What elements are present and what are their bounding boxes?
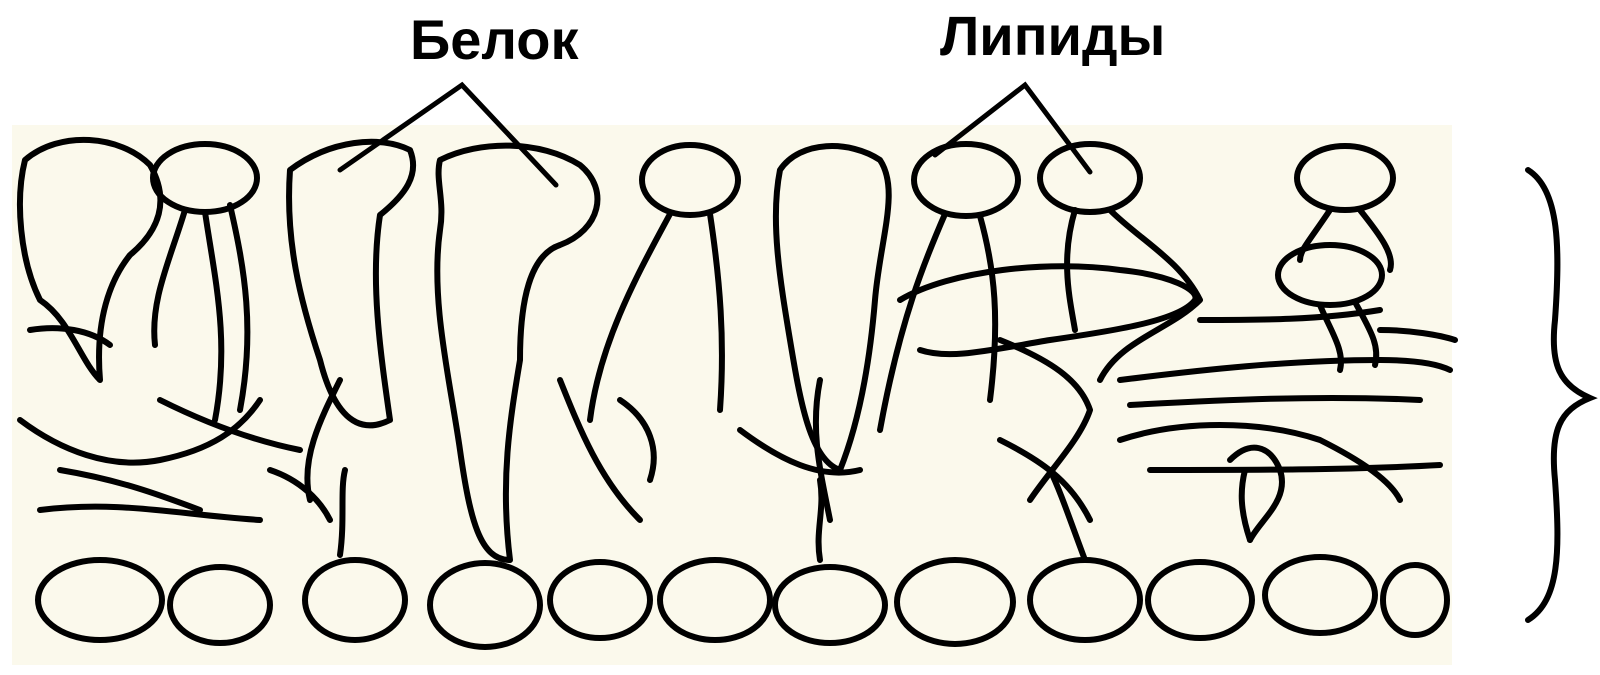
membrane-thickness-brace xyxy=(1528,170,1590,620)
